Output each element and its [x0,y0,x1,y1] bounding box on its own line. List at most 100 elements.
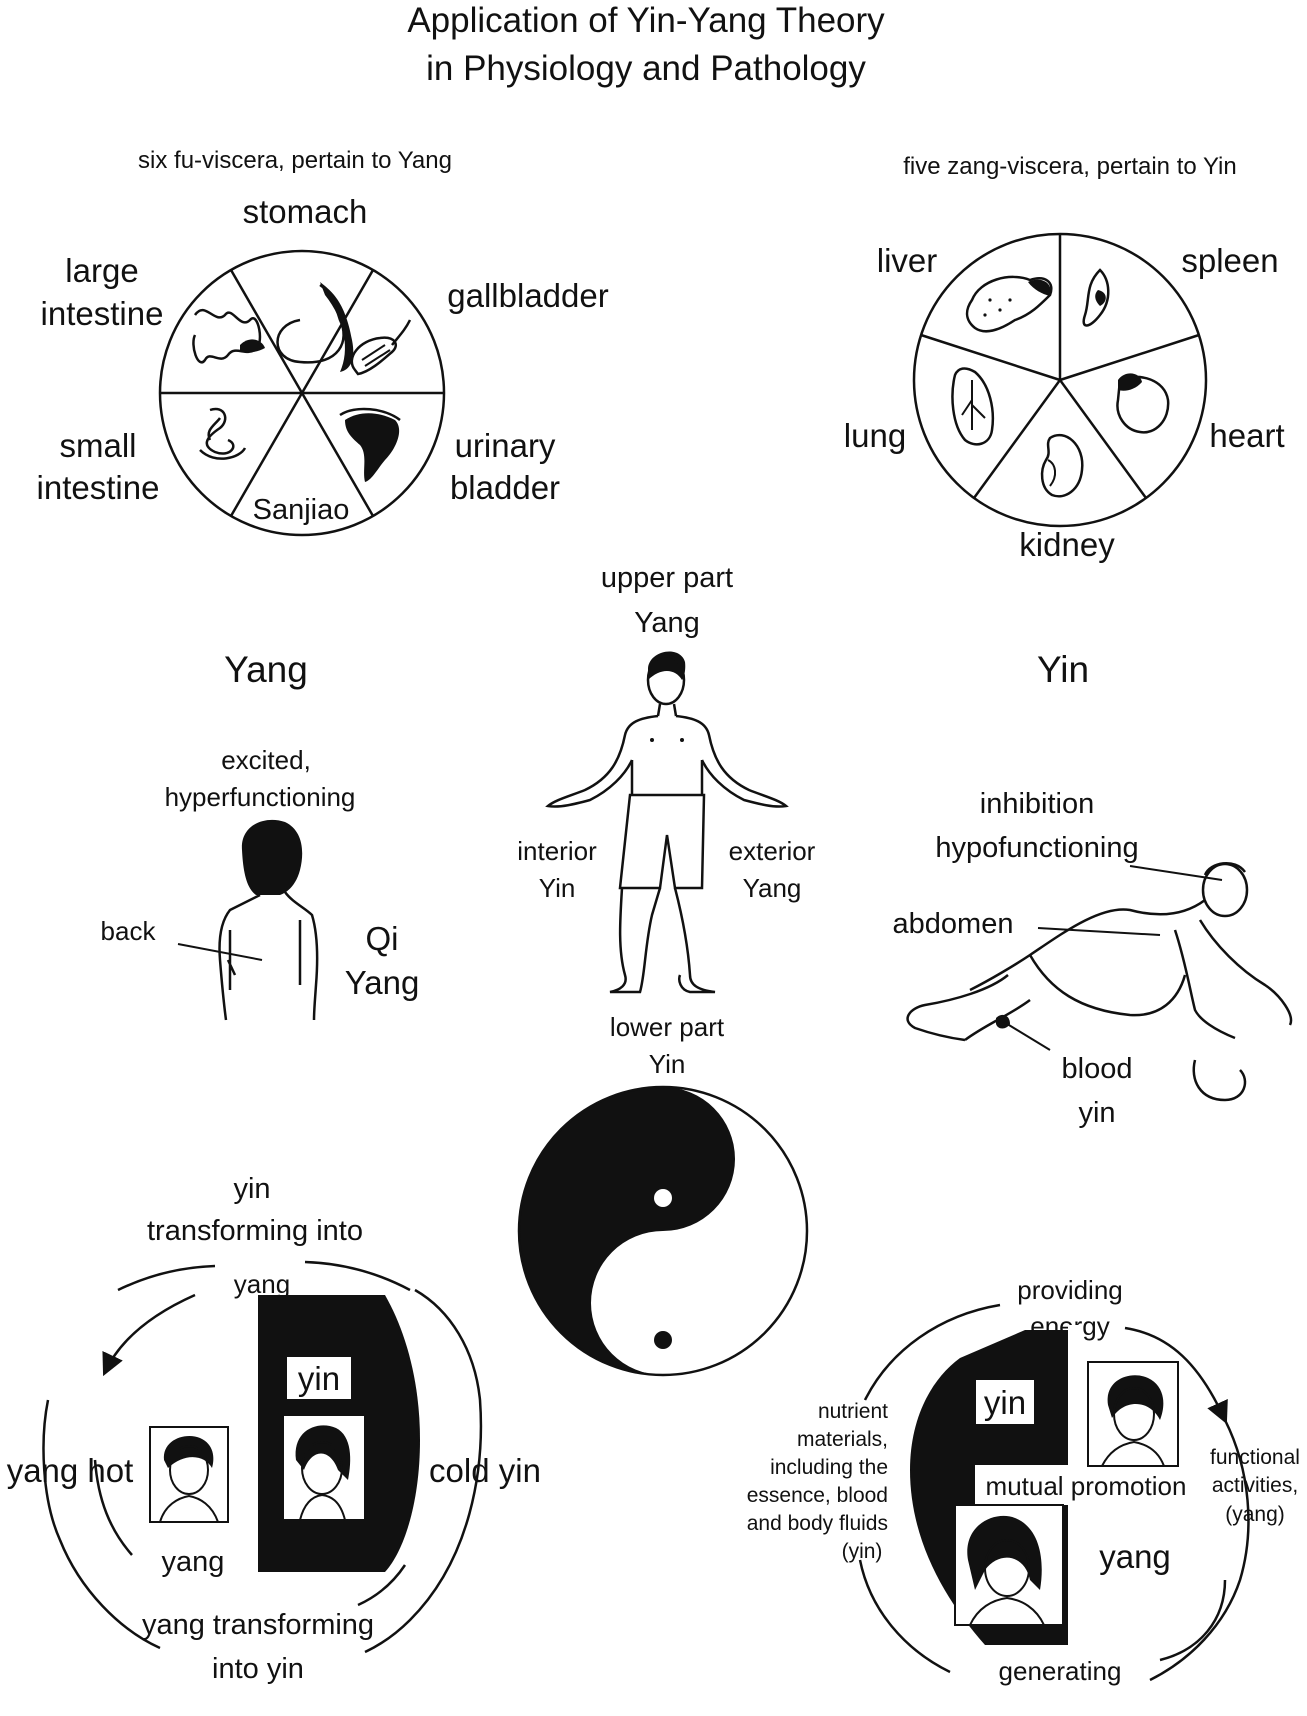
transform-woman-portrait [282,1414,366,1521]
excited-label-2: hyperfunctioning [165,782,356,812]
transform-arc-top-left [117,1264,216,1292]
taijitu-white-dot [654,1189,672,1207]
nutrient-line-4: essence, blood [747,1484,888,1507]
promotion-yang-label: yang [1099,1538,1171,1575]
nutrient-line-2: materials, [797,1428,888,1451]
transform-top-label-1: yin [233,1173,270,1205]
nutrient-line-1: nutrient [818,1400,888,1423]
transform-arc-top-right [304,1260,411,1292]
large-intestine-label-2: intestine [41,295,164,332]
exterior-label-2: Yang [743,873,802,903]
promotion-arc-inner-right [1159,1579,1227,1662]
taijitu-black-dot [654,1331,672,1349]
zang-viscera-group: five zang-viscera, pertain to Yin [844,153,1285,563]
sanjiao-label: Sanjiao [253,494,350,526]
title-line-1: Application of Yin-Yang Theory [407,1,885,40]
transform-arc-right [364,1288,483,1654]
yin-heading: Yin [1037,649,1089,690]
promotion-woman-portrait [1087,1361,1179,1467]
diagram-title: Application of Yin-Yang Theory in Physio… [407,1,885,88]
transform-arrow-down [102,1293,196,1377]
nutrient-line-6: (yin) [842,1540,883,1563]
transform-yang-lower-label: yang [162,1546,225,1578]
spleen-icon [1082,268,1110,327]
generating-label: generating [999,1656,1122,1686]
transform-arc-left [42,1399,161,1650]
fu-viscera-group: six fu-viscera, pertain to Yang [37,147,609,537]
upper-part-label-2: Yang [634,607,700,639]
large-intestine-label-1: large [65,252,138,289]
zang-wheel-dividers [920,234,1200,499]
abdomen-label: abdomen [893,908,1014,940]
taijitu-white-half [591,1087,807,1375]
gallbladder-icon [350,319,412,376]
promotion-yin-label: yin [984,1384,1026,1421]
promotion-yin-box [976,1380,1034,1424]
back-pointer-line [177,943,263,961]
back-label: back [101,916,157,946]
standing-man-figure [545,651,789,994]
nutrient-line-5: and body fluids [747,1512,888,1535]
yang-side-group: Yang excited, hyperfunctioning back Qi Y… [101,649,420,1021]
transform-yin-box [287,1357,351,1399]
back-figure [218,819,319,1021]
qi-label-1: Qi [366,920,399,957]
functional-line-3: (yang) [1225,1503,1285,1526]
small-intestine-icon [199,407,247,460]
transform-top-label-3: yang [234,1269,290,1299]
lower-part-label-1: lower part [610,1012,725,1042]
stomach-label: stomach [243,193,368,230]
lung-label: lung [844,417,906,454]
exterior-label-1: exterior [729,836,816,866]
promotion-arrow-right [1124,1326,1228,1425]
blood-label-2: yin [1078,1097,1115,1129]
nutrient-text-block: nutrient materials, including the essenc… [747,1400,888,1563]
urinary-bladder-icon [339,407,401,482]
zang-viscera-caption: five zang-viscera, pertain to Yin [903,153,1237,180]
liver-label: liver [877,242,938,279]
interior-label-1: interior [517,836,597,866]
transform-man-portrait [149,1426,229,1523]
functional-text-block: functional activities, (yang) [1210,1446,1300,1526]
transform-arc-inner-right [357,1564,407,1607]
functional-line-1: functional [1210,1446,1300,1469]
liver-icon [965,275,1053,333]
inhibition-label-1: inhibition [980,788,1094,820]
lower-part-label-2: Yin [649,1049,686,1079]
taijitu-symbol [517,1085,809,1377]
center-body-group: upper part Yang interior Yin exterior Ya… [517,562,815,1079]
kidney-label: kidney [1019,526,1115,563]
large-intestine-icon [192,308,265,364]
spleen-label: spleen [1181,242,1278,279]
cold-yin-label: cold yin [429,1452,541,1489]
blood-pointer-line [1003,1021,1051,1051]
inhibition-label-2: hypofunctioning [935,832,1138,864]
transformation-group: yin transforming into yang yin yang hot … [7,1173,541,1685]
excited-label-1: excited, [221,745,311,775]
promotion-arc-right [1149,1419,1250,1682]
yang-heading: Yang [224,649,308,690]
heart-icon [1116,373,1170,434]
promotion-top-label-1: providing [1017,1275,1123,1305]
yin-side-group: Yin inhibition hypofunctioning abdomen b… [893,649,1293,1129]
lung-icon [951,367,995,446]
promotion-arc-left [858,1559,951,1674]
fu-wheel-dividers [160,269,444,517]
promotion-group: providing energy yin mutual promotion ya… [747,1275,1300,1686]
gallbladder-label: gallbladder [447,277,608,314]
title-line-2: in Physiology and Pathology [426,49,866,88]
qi-label-2: Yang [345,964,420,1001]
functional-line-2: activities, [1212,1474,1298,1497]
urinary-bladder-label-2: bladder [450,469,560,506]
taijitu-outline [517,1085,809,1377]
upper-part-label-1: upper part [601,562,733,594]
transform-top-label-2: transforming into [147,1215,363,1247]
mutual-promotion-label: mutual promotion [986,1471,1187,1501]
small-intestine-label-2: intestine [37,469,160,506]
small-intestine-label-1: small [59,427,136,464]
fu-viscera-caption: six fu-viscera, pertain to Yang [138,147,452,174]
stomach-icon [276,282,354,372]
promotion-girl-portrait [954,1504,1064,1626]
kidney-icon [1040,433,1084,498]
